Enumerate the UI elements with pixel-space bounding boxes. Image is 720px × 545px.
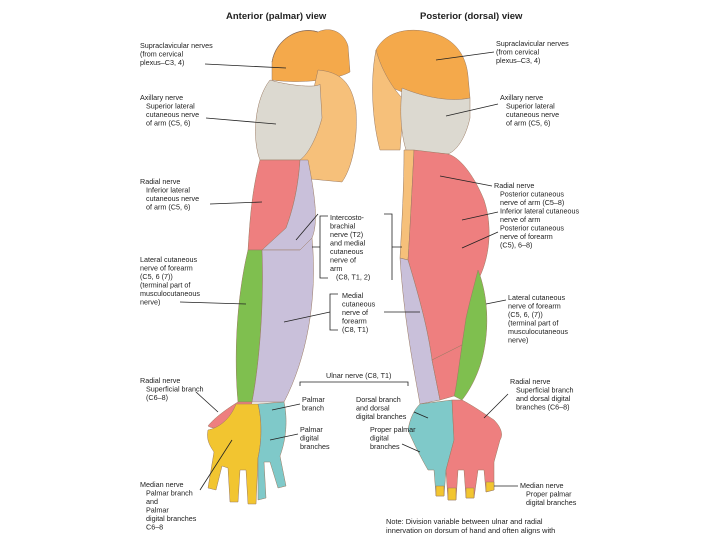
anterior-view-heading: Anterior (palmar) view <box>226 11 327 22</box>
posterior-medial-region <box>399 257 441 405</box>
svg-text:Note: Division variable betwee: Note: Division variable between ulnar an… <box>386 517 555 535</box>
posterior-median-tip-3 <box>465 487 475 499</box>
posterior-median-tip-2 <box>447 487 457 501</box>
posterior-median-tip-1 <box>435 485 445 497</box>
center-label-ulnar: Ulnar nerve (C8, T1) <box>299 371 409 386</box>
posterior-median-tip-4 <box>485 481 495 493</box>
posterior-back-skin <box>372 49 405 151</box>
svg-text:Supraclavicular nerves(from ce: Supraclavicular nerves(from cervicalplex… <box>140 41 213 67</box>
svg-text:Ulnar nerve (C8, T1): Ulnar nerve (C8, T1) <box>326 371 391 380</box>
anterior-axillary-region <box>255 79 323 161</box>
division-note: Note: Division variable between ulnar an… <box>386 517 555 535</box>
posterior-axillary-region <box>400 87 471 155</box>
anterior-arm <box>207 29 357 505</box>
svg-text:Supraclavicular nerves(from ce: Supraclavicular nerves(from cervicalplex… <box>496 39 569 65</box>
posterior-radial-hand-region <box>445 399 502 501</box>
posterior-view-heading: Posterior (dorsal) view <box>420 11 523 22</box>
anterior-supraclavicular-region <box>271 29 351 82</box>
posterior-radial-forearm-lower <box>431 344 463 401</box>
posterior-arm <box>372 29 502 501</box>
anterior-ulnar-hand-region <box>257 401 287 501</box>
